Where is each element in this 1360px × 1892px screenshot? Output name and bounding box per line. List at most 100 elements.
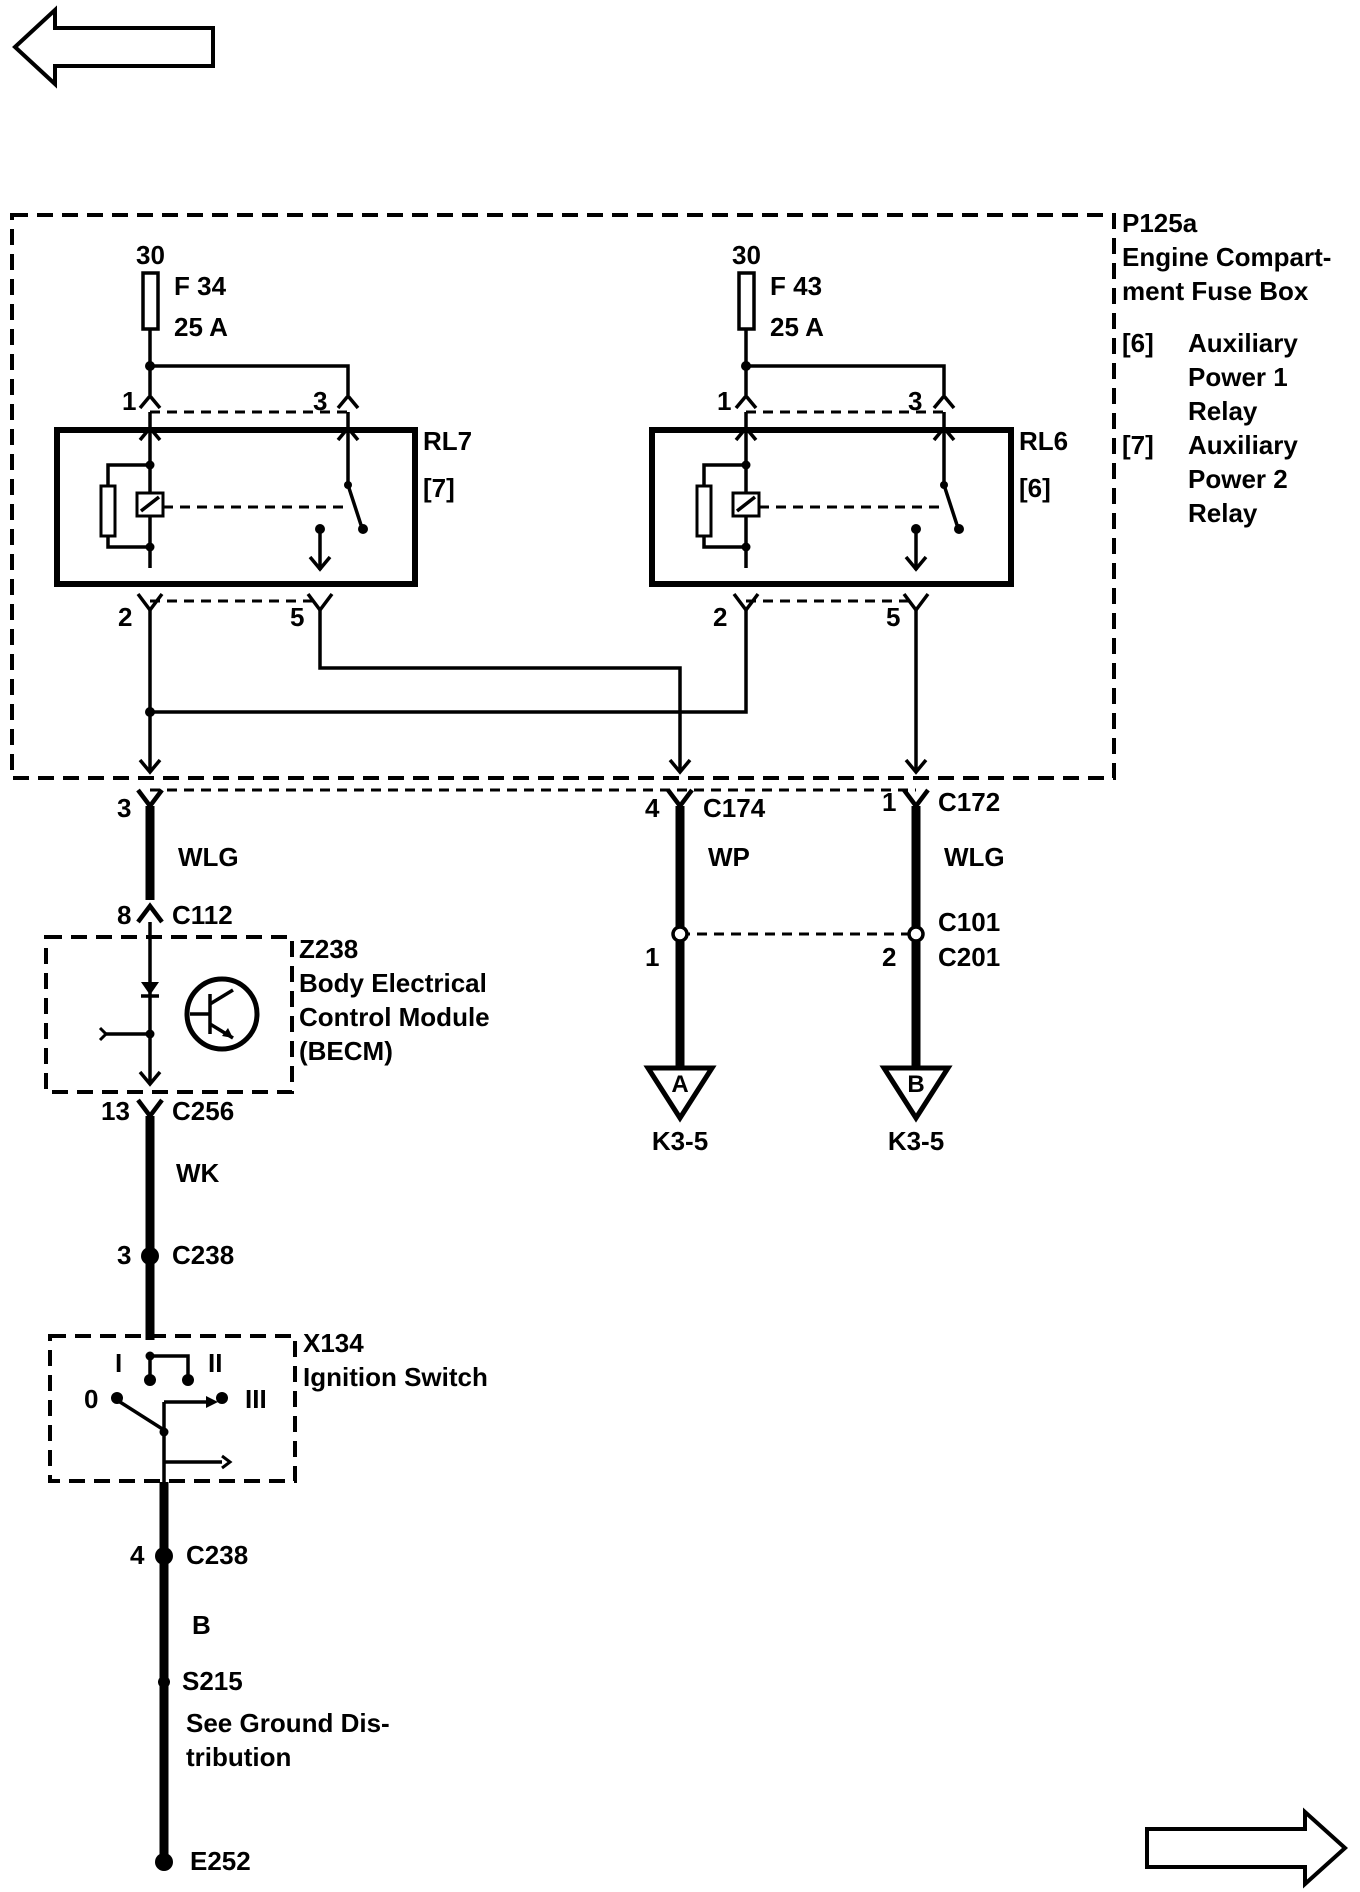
becm-name: (BECM) bbox=[299, 1036, 393, 1066]
arrow-right-outline-icon[interactable] bbox=[1145, 1807, 1348, 1889]
relay-pin: 2 bbox=[713, 602, 727, 632]
connector-fork bbox=[666, 788, 694, 810]
pin-arrow bbox=[734, 393, 758, 410]
junction-dot bbox=[145, 707, 155, 717]
connector-pin: 3 bbox=[117, 793, 131, 823]
fuse-box-boundary bbox=[10, 213, 1116, 780]
connector-dot bbox=[155, 1547, 173, 1565]
relay-ref: [7] bbox=[423, 473, 455, 503]
prev-page-arrow[interactable] bbox=[12, 5, 215, 89]
ground-dot bbox=[155, 1853, 173, 1871]
connector-fork bbox=[136, 902, 164, 924]
relay-pin: 3 bbox=[313, 386, 327, 416]
legend-text: Power 2 bbox=[1188, 464, 1288, 494]
relay-pin: 1 bbox=[717, 386, 731, 416]
pin-arrow bbox=[336, 393, 360, 410]
wire-rl6-pin2 bbox=[150, 610, 748, 714]
fuse-supply: 30 bbox=[732, 240, 761, 270]
relay-pin: 1 bbox=[122, 386, 136, 416]
connector-pin: 3 bbox=[117, 1240, 131, 1270]
legend-text: Relay bbox=[1188, 498, 1258, 528]
wire-color: B bbox=[192, 1610, 211, 1640]
ground-note: See Ground Dis- bbox=[186, 1708, 390, 1738]
legend-text: Relay bbox=[1188, 396, 1258, 426]
pin-arrow bbox=[138, 393, 162, 410]
offpage-ref-a: A K3-5 bbox=[643, 1065, 717, 1156]
pin-arrow bbox=[932, 393, 956, 410]
ignition-switch: I II 0 III X134 Ignition Switch bbox=[48, 1328, 488, 1500]
relay-rl6: RL6 [6] bbox=[649, 412, 1068, 587]
becm-code: Z238 bbox=[299, 934, 358, 964]
wire-f34-to-pin3 bbox=[150, 364, 350, 395]
diode-icon bbox=[141, 982, 159, 995]
relay-name: RL6 bbox=[1019, 426, 1068, 456]
offpage-ref: K3-5 bbox=[888, 1126, 944, 1156]
legend-text: Power 1 bbox=[1188, 362, 1288, 392]
triangle-down-icon bbox=[879, 1065, 953, 1123]
connector-fork bbox=[902, 788, 930, 810]
transistor-icon bbox=[184, 976, 260, 1052]
switch-position: II bbox=[208, 1348, 222, 1378]
becm-module: Z238 Body Electrical Control Module (BEC… bbox=[44, 922, 490, 1094]
connector-pin: 1 bbox=[882, 787, 896, 817]
wire-color: WK bbox=[176, 1158, 220, 1188]
fuse-box-name-2: ment Fuse Box bbox=[1122, 276, 1309, 306]
offpage-letter: A bbox=[671, 1071, 688, 1098]
junction-dot bbox=[145, 361, 155, 371]
becm-name: Control Module bbox=[299, 1002, 490, 1032]
fuse-name: F 43 bbox=[770, 271, 822, 301]
fuse-box-name: Engine Compart- bbox=[1122, 242, 1331, 272]
legend-ref: [7] bbox=[1122, 430, 1154, 460]
relay-resistor bbox=[99, 484, 117, 538]
connector-c238: C238 bbox=[186, 1540, 248, 1570]
ground-point-e252: E252 bbox=[190, 1846, 251, 1876]
connector-c112: C112 bbox=[172, 900, 233, 930]
ignition-switch-boundary bbox=[48, 1334, 297, 1483]
relay-pin: 5 bbox=[290, 602, 304, 632]
fuse-f34: 30 F 34 25 A bbox=[136, 240, 228, 342]
fuse-name: F 34 bbox=[174, 271, 227, 301]
fuse-f43-symbol bbox=[737, 271, 756, 331]
fuse-f43: 30 F 43 25 A bbox=[732, 240, 824, 342]
relay-pin: 5 bbox=[886, 602, 900, 632]
connector-c101: C101 bbox=[938, 907, 1000, 937]
connector-pin: 13 bbox=[101, 1096, 130, 1126]
ground-note: tribution bbox=[186, 1742, 291, 1772]
wire-f43-to-pin3 bbox=[746, 364, 946, 395]
wire-rl7-pin5 bbox=[318, 610, 682, 770]
legend-text: Auxiliary bbox=[1188, 328, 1298, 358]
relay-rl7: RL7 [7] bbox=[54, 412, 472, 587]
splice-s215: S215 bbox=[182, 1666, 243, 1696]
offpage-ref-b: B K3-5 bbox=[879, 1065, 953, 1156]
connector-pin: 4 bbox=[645, 793, 660, 823]
relay-rl6-body bbox=[649, 427, 1014, 587]
fuse-box-code: P125a bbox=[1122, 208, 1198, 238]
next-page-arrow[interactable] bbox=[1145, 1807, 1348, 1889]
fuse-rating: 25 A bbox=[770, 312, 824, 342]
offpage-ref: K3-5 bbox=[652, 1126, 708, 1156]
connector-c256: C256 bbox=[172, 1096, 234, 1126]
connector-fork bbox=[136, 1098, 164, 1120]
fuse-rating: 25 A bbox=[174, 312, 228, 342]
connector-c172: C172 bbox=[938, 787, 1000, 817]
arrow-left-outline-icon[interactable] bbox=[12, 5, 215, 89]
wire-color: WLG bbox=[178, 842, 239, 872]
relay-rl7-body bbox=[54, 427, 418, 587]
connector-pin: 1 bbox=[645, 942, 659, 972]
relay-name: RL7 bbox=[423, 426, 472, 456]
relay-ref: [6] bbox=[1019, 473, 1051, 503]
triangle-down-icon bbox=[643, 1065, 717, 1123]
fuse-supply: 30 bbox=[136, 240, 165, 270]
connector-c174: C174 bbox=[703, 793, 766, 823]
connector-c238: C238 bbox=[172, 1240, 234, 1270]
relay-pin: 2 bbox=[118, 602, 132, 632]
offpage-letter: B bbox=[907, 1071, 924, 1098]
splice-dot bbox=[158, 1676, 170, 1688]
junction-dot bbox=[741, 361, 751, 371]
connector-fork bbox=[136, 788, 164, 810]
relay-resistor bbox=[695, 484, 713, 538]
switch-position: I bbox=[115, 1348, 122, 1378]
becm-name: Body Electrical bbox=[299, 968, 487, 998]
legend-text: Auxiliary bbox=[1188, 430, 1298, 460]
